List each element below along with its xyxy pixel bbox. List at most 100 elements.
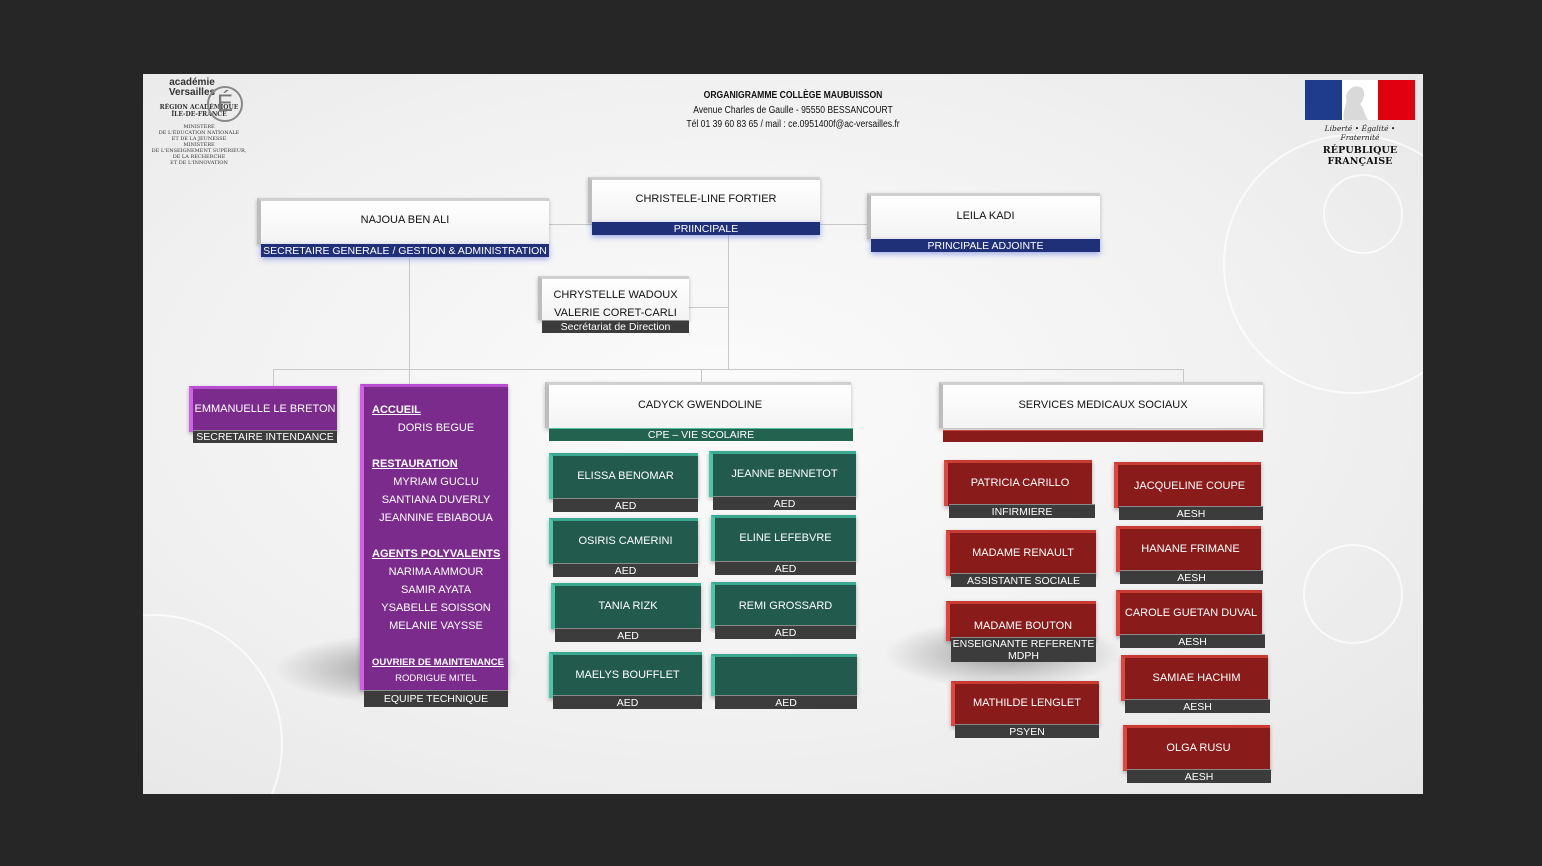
- aesh-box: OLGA RUSU: [1123, 725, 1270, 771]
- medical-staff-box: MADAME BOUTON: [946, 601, 1096, 641]
- team-member: NARIMA AMMOUR: [388, 566, 484, 578]
- team-member: JEANNINE EBIABOUA: [379, 512, 493, 524]
- medical-staff-box: MATHILDE LENGLET: [951, 681, 1099, 726]
- aed-box: ELINE LEFEBVRE: [711, 515, 856, 561]
- aed-name: OSIRIS CAMERINI: [578, 534, 673, 547]
- principal-name: CHRISTELE-LINE FORTIER: [635, 192, 777, 205]
- aesh-name: SAMIAE HACHIM: [1152, 671, 1241, 684]
- region-text: ÎLE-DE-FRANCE: [171, 111, 227, 118]
- section-title-accueil: ACCUEIL: [372, 404, 421, 416]
- aesh-role: AESH: [1120, 570, 1263, 584]
- aed-role: AED: [713, 496, 856, 510]
- logo-text: académie: [169, 77, 215, 88]
- staff-role-line: MDPH: [1008, 650, 1039, 662]
- marianne-flag-icon: [1305, 80, 1416, 120]
- aed-role: AED: [553, 695, 702, 709]
- principale-adjointe-box: LEILA KADI: [867, 193, 1100, 239]
- equipe-technique-box: ACCUEIL DORIS BEGUE RESTAURATION MYRIAM …: [360, 384, 508, 690]
- connector-line: [819, 224, 867, 225]
- section-title-maintenance: OUVRIER DE MAINTENANCE: [372, 657, 504, 668]
- decorative-circle: [1223, 134, 1423, 394]
- aesh-name: CAROLE GUETAN DUVAL: [1124, 606, 1258, 619]
- secretariat-box: CHRYSTELLE WADOUX VALERIE CORET-CARLI: [538, 276, 689, 320]
- ministere-text: ET DE LA JEUNESSE: [171, 136, 227, 142]
- aed-role: AED: [555, 628, 701, 642]
- decorative-circle: [1303, 544, 1403, 644]
- logo-text: Versailles: [168, 87, 216, 98]
- aed-box: JEANNE BENNETOT: [709, 451, 856, 497]
- team-member: MELANIE VAYSSE: [389, 620, 483, 632]
- school-address: Avenue Charles de Gaulle - 95550 BESSANC…: [693, 105, 893, 116]
- aed-box: OSIRIS CAMERINI: [549, 518, 698, 564]
- cpe-role: CPE – VIE SCOLAIRE: [549, 428, 853, 441]
- connector-line: [273, 369, 274, 387]
- aesh-name: JACQUELINE COUPE: [1133, 479, 1246, 492]
- ministere-text: DE L'ENSEIGNEMENT SUPÉRIEUR,: [151, 148, 247, 154]
- team-member: RODRIGUE MITEL: [395, 673, 477, 684]
- connector-line: [548, 224, 594, 225]
- aed-name: ELINE LEFEBVRE: [739, 531, 832, 544]
- aed-box: TANIA RIZK: [551, 583, 701, 629]
- aesh-name: OLGA RUSU: [1166, 741, 1231, 754]
- team-member: SANTIANA DUVERLY: [381, 494, 491, 506]
- principale-adjointe-name: LEILA KADI: [956, 209, 1015, 222]
- ministere-text: MINISTÈRE: [183, 142, 215, 148]
- connector-line: [273, 369, 1183, 370]
- aed-role: AED: [715, 695, 857, 709]
- secretaire-generale-role: SECRETAIRE GENERALE / GESTION & ADMINIST…: [261, 244, 549, 257]
- republic-motto: Liberté • Égalité • Fraternité: [1324, 124, 1396, 142]
- aesh-role: AESH: [1127, 769, 1271, 783]
- school-contact: Tél 01 39 60 83 65 / mail : ce.0951400f@…: [686, 119, 900, 130]
- secretaire-intendance-box: EMMANUELLE LE BRETON: [189, 386, 337, 432]
- decorative-circle: [1323, 174, 1403, 254]
- aed-name: MAELYS BOUFFLET: [575, 668, 680, 681]
- secretariat-name-1: CHRYSTELLE WADOUX: [553, 289, 678, 301]
- aed-box: ELISSA BENOMAR: [549, 453, 698, 499]
- connector-line: [728, 234, 729, 370]
- republique-francaise-logo: Liberté • Égalité • Fraternité RÉPUBLIQU…: [1305, 80, 1416, 167]
- decorative-circle: [143, 614, 283, 794]
- staff-name: MADAME BOUTON: [973, 619, 1073, 632]
- section-title-agents: AGENTS POLYVALENTS: [372, 548, 501, 560]
- ministere-text: MINISTÈRE: [183, 124, 215, 130]
- org-chart-slide: académie Versailles É RÉGION ACADÉMIQUE …: [143, 74, 1423, 794]
- staff-name: MATHILDE LENGLET: [973, 697, 1081, 709]
- staff-role: ASSISTANTE SOCIALE: [951, 573, 1096, 587]
- region-text: RÉGION ACADÉMIQUE: [159, 104, 239, 111]
- medico-social-role-bar: [943, 430, 1263, 442]
- aed-name: JEANNE BENNETOT: [731, 467, 838, 480]
- section-title-restauration: RESTAURATION: [372, 458, 458, 470]
- medical-staff-box: PATRICIA CARILLO: [944, 460, 1092, 506]
- medico-social-name: SERVICES MEDICAUX SOCIAUX: [1018, 398, 1188, 411]
- medico-social-box: SERVICES MEDICAUX SOCIAUX: [939, 382, 1263, 428]
- secretaire-intendance-name: EMMANUELLE LE BRETON: [194, 403, 336, 415]
- aesh-role: AESH: [1125, 699, 1270, 713]
- republic-name: RÉPUBLIQUE FRANÇAISE: [1322, 145, 1398, 167]
- team-member: DORIS BEGUE: [397, 422, 475, 434]
- staff-name: PATRICIA CARILLO: [970, 476, 1070, 489]
- team-member: YSABELLE SOISSON: [381, 602, 491, 614]
- team-member: SAMIR AYATA: [400, 584, 472, 596]
- principal-box: CHRISTELE-LINE FORTIER: [588, 177, 820, 223]
- principale-adjointe-role: PRINCIPALE ADJOINTE: [871, 239, 1100, 252]
- aesh-box: JACQUELINE COUPE: [1114, 462, 1261, 508]
- connector-line: [409, 258, 410, 384]
- aed-role: AED: [553, 498, 698, 512]
- ministere-text: DE LA RECHERCHE: [172, 154, 226, 160]
- connector-line: [701, 369, 702, 383]
- aesh-role: AESH: [1120, 634, 1265, 648]
- aed-role: AED: [553, 563, 698, 577]
- cpe-box: CADYCK GWENDOLINE: [545, 382, 851, 428]
- aed-name: ELISSA BENOMAR: [577, 469, 674, 482]
- aesh-role: AESH: [1119, 506, 1263, 520]
- aesh-box: CAROLE GUETAN DUVAL: [1116, 590, 1262, 636]
- connector-line: [688, 307, 728, 308]
- ministere-text: ET DE L'INNOVATION: [170, 160, 228, 166]
- connector-line: [1183, 369, 1184, 383]
- page-title: ORGANIGRAMME COLLÈGE MAUBUISSON: [703, 90, 883, 101]
- aed-box: [711, 654, 857, 696]
- academie-versailles-logo: académie Versailles É RÉGION ACADÉMIQUE …: [145, 77, 253, 167]
- staff-role: ENSEIGNANTE REFERENTE MDPH: [951, 637, 1096, 662]
- secretaire-generale-name: NAJOUA BEN ALI: [360, 213, 450, 226]
- secretariat-name-2: VALERIE CORET-CARLI: [554, 307, 677, 319]
